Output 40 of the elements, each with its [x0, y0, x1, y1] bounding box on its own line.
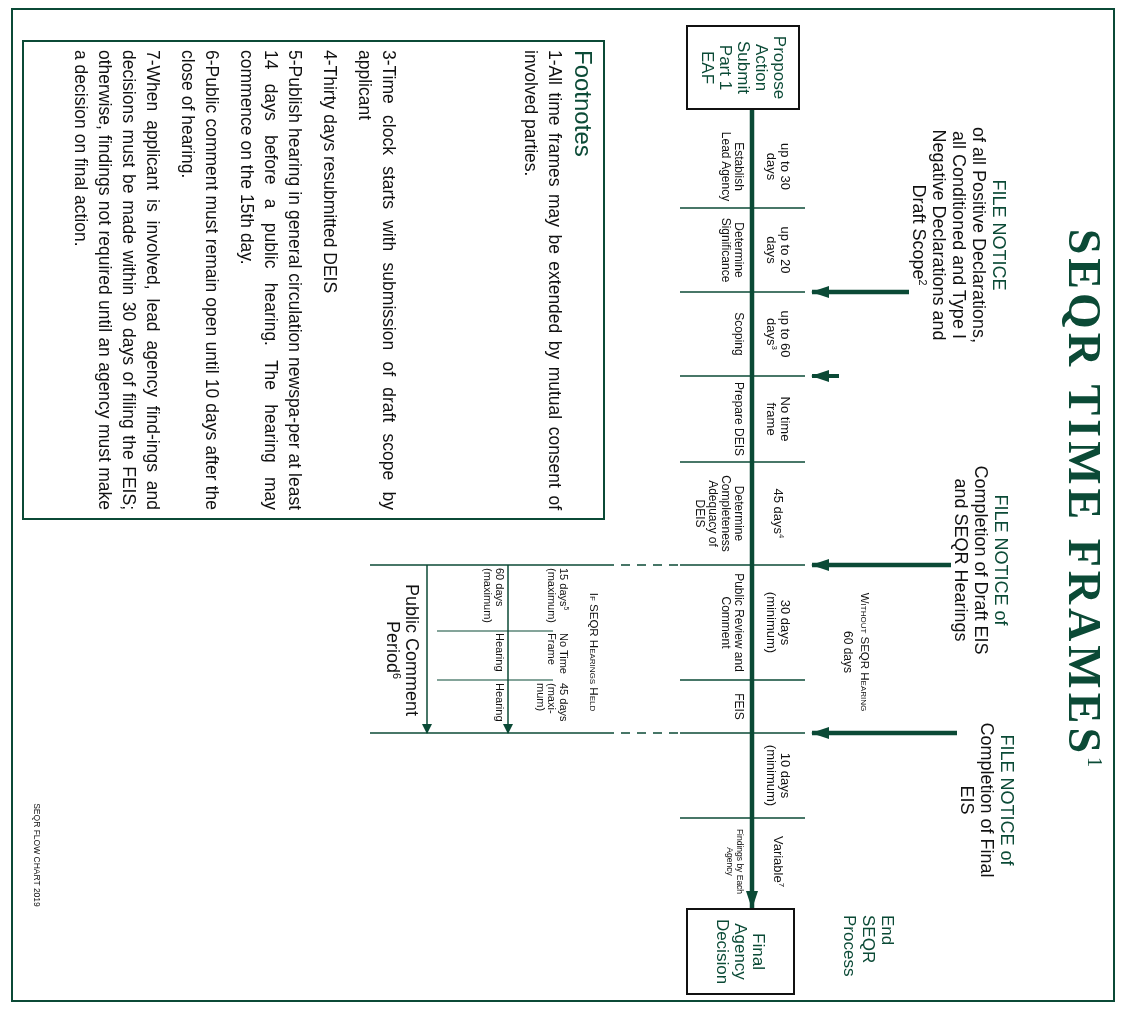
step-label: Establish Lead Agency	[718, 130, 745, 203]
duration-label: up to 30 days	[763, 142, 794, 192]
footnote-text: 5-Publish hearing in general circulation newspa-per at least 14 days before a public hearing. The hearing may commence on the 15th day.	[236, 50, 306, 510]
table-cell-text: 45 days (maxi-mum)	[534, 683, 569, 724]
timeline-arrow	[746, 110, 758, 909]
duration-label: up to 20 days	[763, 225, 794, 276]
step-box: Propose Action Submit Part 1 EAF	[686, 25, 800, 110]
footer-note: SEQR FLOW CHART 2019	[31, 802, 43, 909]
file-notice: FILE NOTICE of Completion of Draft EIS and SEQR Hearings	[951, 458, 1023, 662]
end-label: End SEQR Process	[839, 915, 897, 979]
arrow	[811, 286, 909, 298]
table-cell-text: No Time Frame	[545, 633, 569, 676]
table-cell-text: 15 days$^{5}$ (maximum)	[545, 568, 569, 625]
table-cell-text: Hearing	[493, 633, 505, 674]
arrow	[811, 727, 957, 739]
step-label: Public Review and Comment	[718, 572, 745, 674]
panel-heading: Footnotes	[569, 50, 598, 159]
step-label: Scoping	[731, 311, 745, 358]
step-label: Determine Completeness Adequacy of DEIS	[692, 474, 745, 554]
footnote-text: 7-When applicant is involved, lead agency find-ings and decisions must be made within 30 days of filing the FEIS; otherwise, findings not required until an agency must make a decision on final action.	[70, 50, 164, 510]
footnote-text: 4-Thirty days resubmitted DEIS	[319, 50, 341, 296]
footnote-text: 1-All time frames may be extended by mutual consent of involved parties.	[520, 50, 566, 510]
step-box: Final Agency Decision	[686, 908, 795, 995]
note-label: Without SEQR Hearing	[858, 591, 873, 714]
duration-label: 60 days	[840, 630, 856, 675]
footnotes-panel	[22, 40, 605, 520]
duration-label: 10 days (minimum)	[763, 743, 794, 809]
table-cell-text: 60 days (maximum)	[481, 568, 505, 625]
file-notice: FILE NOTICE of Completion of Final EIS	[957, 712, 1023, 888]
table-cell-text: Hearing	[493, 683, 505, 724]
footnote-text: 3-Time clock starts with submission of draft scope by applicant	[354, 50, 400, 510]
step-label: FEIS	[731, 692, 745, 722]
duration-label: 30 days (minimum)	[763, 590, 794, 656]
duration-label: No time frame	[763, 395, 794, 444]
arrow	[811, 559, 951, 571]
step-label: Determine Significance	[718, 216, 745, 285]
note-label: If SEQR Hearings Held	[587, 591, 602, 714]
step-label: Prepare DEIS	[731, 381, 745, 457]
step-label: Findings by Each Agency	[724, 827, 745, 897]
footnote-text: 6-Public comment must remain open until 10 days after the close of hearing.	[177, 50, 223, 510]
